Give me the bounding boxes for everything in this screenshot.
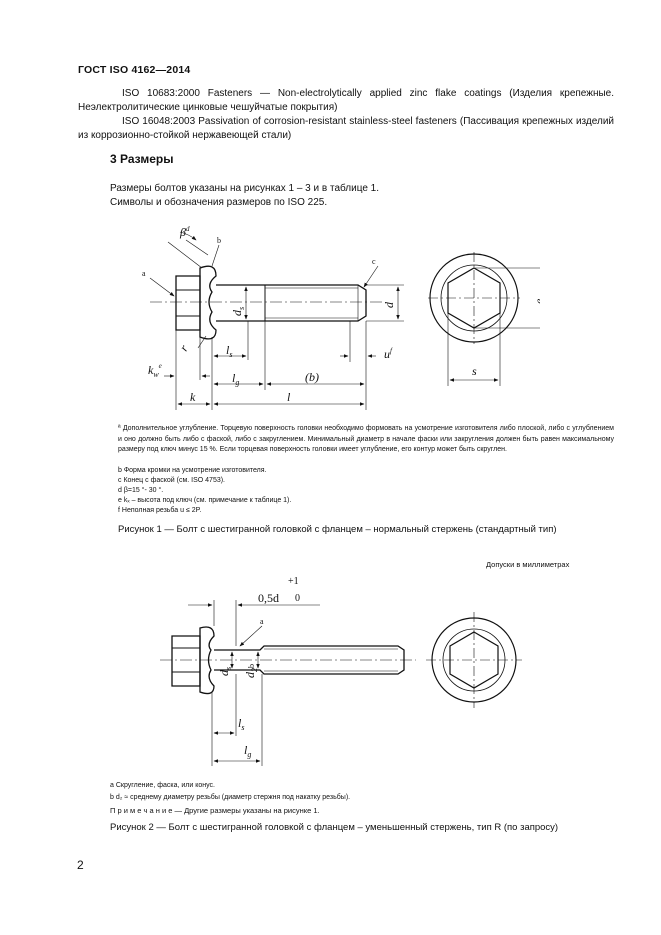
label-s: s [472, 364, 477, 378]
reference-iso-16048: ISO 16048:2003 Passivation of corrosion-… [78, 116, 614, 141]
figure-1-footnote-d: d β=15 °- 30 °. [118, 487, 164, 494]
figure-1-drawing: βd a b c ds d e s r ls lg (b) uf kwe k l [142, 225, 540, 410]
section-paragraph-2: Символы и обозначения размеров по ISO 22… [110, 197, 328, 208]
standard-header: ГОСТ ISO 4162—2014 [78, 64, 191, 76]
label-b-paren: (b) [305, 370, 319, 384]
label-tolerance-zero: 0 [295, 593, 300, 604]
figure-1-footnote-e: e kₓ – высота под ключ (см. примечание к… [118, 497, 292, 504]
figure-1-footnote-c: c Конец с фаской (см. ISO 4753). [118, 477, 225, 484]
reference-iso-10683: ISO 10683:2000 Fasteners — Non-electroly… [78, 88, 614, 113]
figure-1-footnote-a: ª Дополнительное углубление. Торцевую по… [118, 425, 614, 453]
label-beta: βd [179, 225, 190, 239]
label-b: b [217, 236, 221, 245]
label-ls: ls [226, 343, 232, 359]
label-r: r [176, 342, 191, 353]
label-l: l [287, 390, 291, 404]
section-paragraph-1: Размеры болтов указаны на рисунках 1 – 3… [110, 183, 380, 194]
figure-2-caption: Рисунок 2 — Болт с шестигранной головкой… [110, 822, 559, 833]
section-title: 3 Размеры [110, 152, 174, 166]
figure-1-footnote-f: f Неполная резьба u ≤ 2P. [118, 507, 202, 514]
label-tolerance-plus: +1 [288, 576, 299, 587]
label-e: e [532, 298, 540, 304]
label-a: a [260, 617, 264, 626]
label-lg: lg [244, 743, 251, 759]
label-k: k [190, 390, 196, 404]
label-lg: lg [232, 371, 239, 387]
figure-2-footnote-b: b d₂ ≈ среднему диаметру резьбы (диаметр… [110, 794, 351, 801]
figure-2-drawing: 0,5d +1 0 a ds d2b ls lg [160, 576, 522, 766]
figure-2-footnote-a: a Скругление, фаска, или конус. [110, 782, 215, 789]
label-u: uf [384, 347, 393, 361]
label-a: a [142, 269, 146, 278]
tolerance-note: Допуски в миллиметрах [486, 560, 570, 569]
label-d: d [382, 301, 396, 308]
figure-1-caption: Рисунок 1 — Болт с шестигранной головкой… [118, 524, 557, 535]
label-c: c [372, 257, 376, 266]
label-half-d: 0,5d [258, 591, 279, 605]
label-d2: d2b [243, 664, 259, 678]
label-ds: ds [217, 667, 233, 676]
page-number: 2 [77, 858, 84, 872]
label-ls: ls [238, 716, 244, 732]
figure-2-note: П р и м е ч а н и е — Другие размеры ука… [110, 806, 320, 815]
label-kw: kwe [148, 362, 162, 379]
figure-1-footnote-b: b Форма кромки на усмотрение изготовител… [118, 467, 267, 474]
label-ds: ds [230, 307, 246, 316]
